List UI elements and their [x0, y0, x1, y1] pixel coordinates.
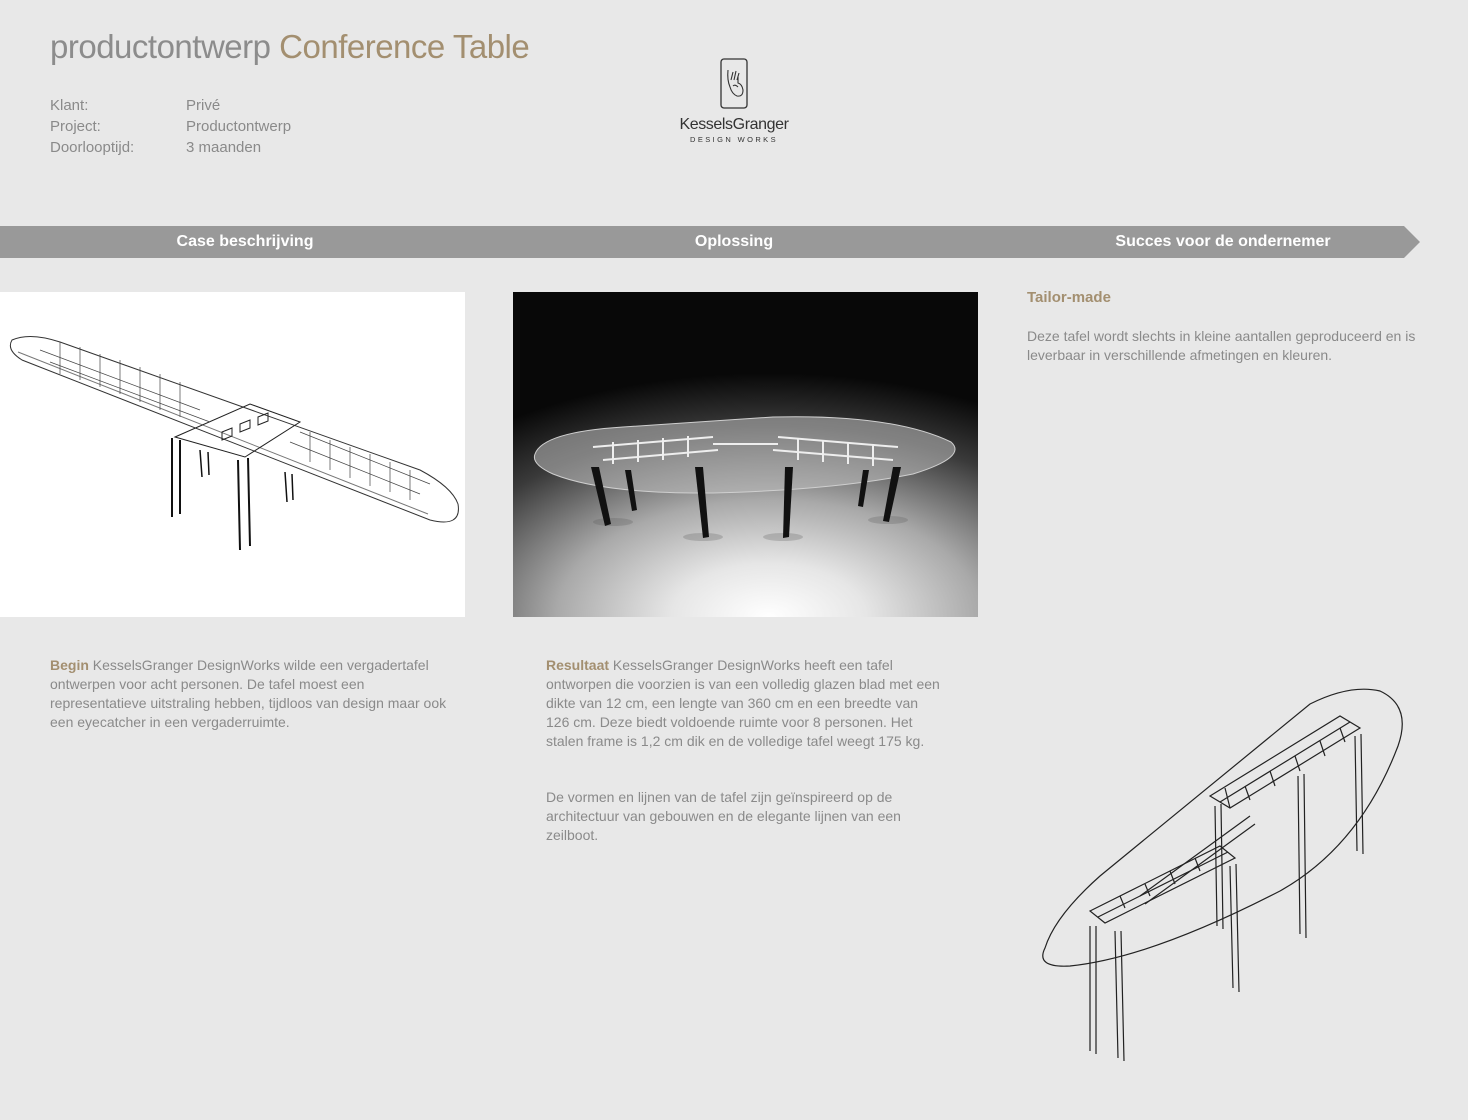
case-text: KesselsGranger DesignWorks wilde een ver… — [50, 657, 447, 730]
table-sketch-image — [0, 292, 465, 617]
banner-case: Case beschrijving — [176, 233, 314, 250]
solution-text: KesselsGranger DesignWorks heeft een taf… — [546, 657, 940, 749]
banner-success: Succes voor de ondernemer — [1115, 233, 1331, 250]
case-lead: Begin — [50, 657, 89, 673]
banner-arrow — [0, 226, 1420, 258]
table-line-drawing-image — [1030, 676, 1430, 1076]
meta-row-duration: Doorlooptijd: 3 maanden — [50, 137, 291, 158]
meta-row-client: Klant: Privé — [50, 95, 291, 116]
company-logo: KesselsGranger DESIGN WORKS — [672, 56, 796, 144]
logo-name: KesselsGranger — [679, 116, 789, 133]
title-product-name: Conference Table — [279, 28, 530, 65]
meta-value: 3 maanden — [186, 139, 262, 156]
meta-label: Klant: — [50, 97, 89, 114]
meta-value: Productontwerp — [186, 118, 292, 135]
meta-row-project: Project: Productontwerp — [50, 116, 291, 137]
success-description: Deze tafel wordt slechts in kleine aanta… — [1027, 328, 1416, 363]
banner-solution: Oplossing — [694, 233, 774, 250]
solution-description-2: De vormen en lijnen van de tafel zijn ge… — [546, 789, 901, 843]
page-title: productontwerp Conference Table — [50, 28, 530, 66]
table-render-image — [513, 292, 978, 617]
section-banner: Case beschrijving Oplossing Succes voor … — [0, 226, 1420, 258]
hand-logo-icon — [720, 58, 748, 109]
solution-lead: Resultaat — [546, 657, 610, 673]
title-prefix: productontwerp — [50, 28, 271, 65]
logo-subtitle: DESIGN WORKS — [690, 135, 778, 144]
case-description: Begin KesselsGranger DesignWorks wilde e… — [50, 656, 450, 732]
meta-label: Doorlooptijd: — [50, 139, 135, 156]
meta-label: Project: — [50, 118, 101, 135]
solution-description: Resultaat KesselsGranger DesignWorks hee… — [546, 656, 941, 751]
meta-value: Privé — [186, 97, 221, 114]
project-meta: Klant: Privé Project: Productontwerp Doo… — [50, 95, 291, 158]
success-heading: Tailor-made — [1027, 289, 1111, 306]
